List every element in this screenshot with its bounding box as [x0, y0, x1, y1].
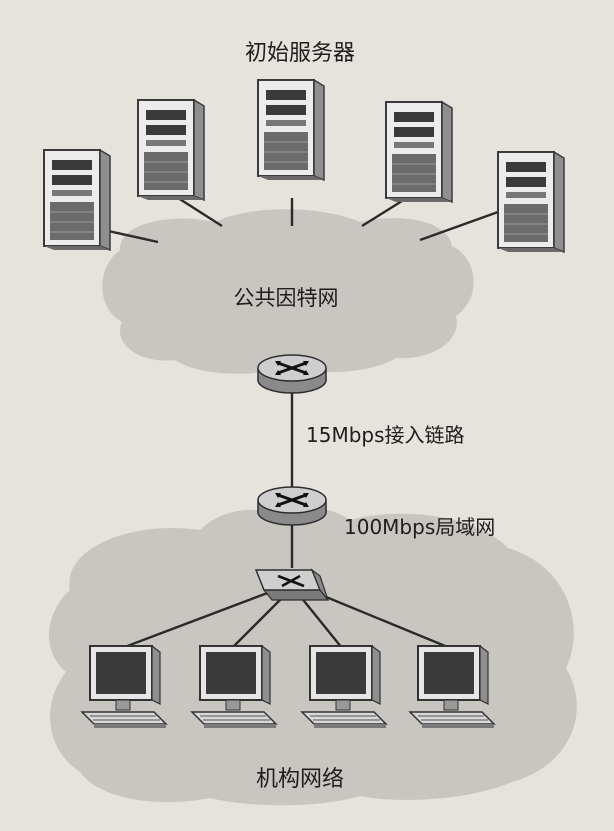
server-link-2	[174, 194, 223, 228]
lan-link-3	[299, 595, 343, 649]
access-link-label: 15Mbps接入链路	[306, 423, 465, 447]
lan-link-2	[231, 595, 285, 649]
server-tower-icon	[385, 101, 453, 203]
lan-links	[121, 590, 451, 650]
origin-servers-label: 初始服务器	[245, 41, 355, 66]
desktop-computer-icon	[409, 645, 495, 729]
server-tower-icon	[257, 79, 325, 181]
desktop-computer-icon	[191, 645, 277, 729]
desktop-computer-icon	[301, 645, 387, 729]
server-tower-icon	[497, 151, 565, 253]
router-icon	[256, 353, 328, 395]
lan-link-1	[121, 590, 271, 650]
internet-label: 公共因特网	[234, 286, 339, 310]
server-link-5	[419, 210, 499, 242]
server-tower-icon	[43, 149, 111, 251]
desktop-computer-icon	[81, 645, 167, 729]
institution-label: 机构网络	[256, 767, 344, 792]
lan-label: 100Mbps局域网	[344, 515, 495, 539]
router-icon	[256, 485, 328, 527]
internet-cloud	[102, 209, 474, 374]
lan-link-4	[313, 590, 451, 650]
server-tower-icon	[137, 99, 205, 201]
